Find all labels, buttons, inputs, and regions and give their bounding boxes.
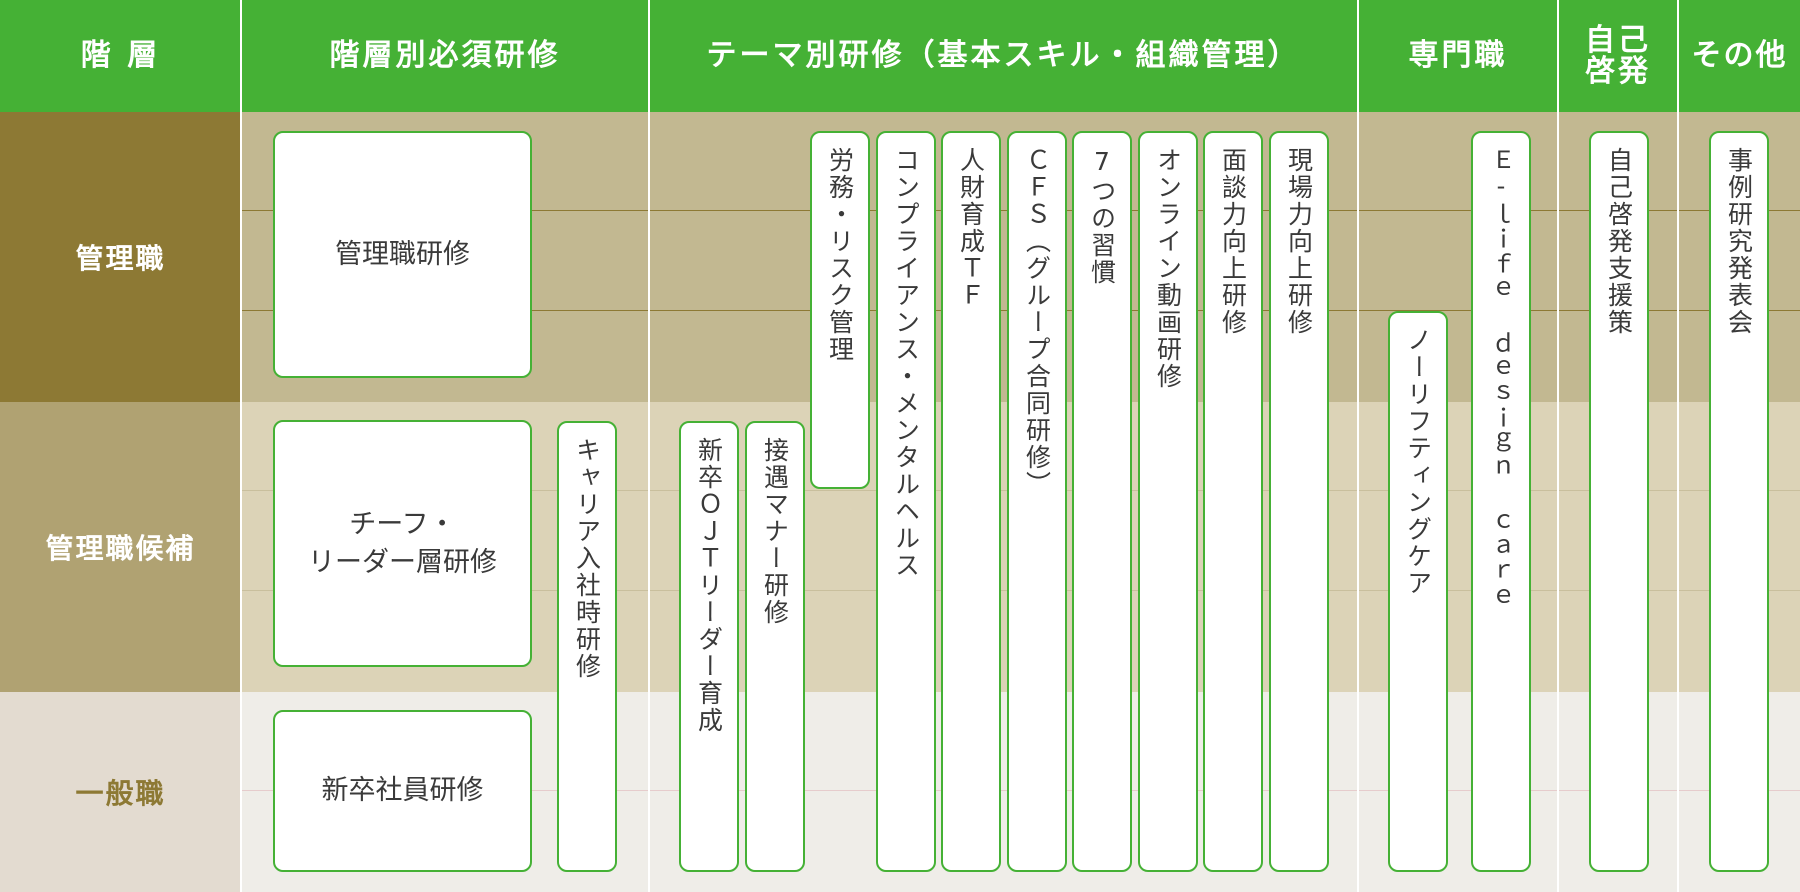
ojt-leader-training-label: 新卒ＯＪＴリーダー育成: [694, 437, 724, 734]
chief-leader-training-box: チーフ・ リーダー層研修: [273, 420, 532, 667]
seven-habits-label: 7つの習慣: [1087, 147, 1117, 286]
header-other: その他: [1691, 38, 1788, 74]
candidate-label-cell: [0, 402, 241, 692]
no-lifting-care-label: ノーリフティングケア: [1403, 327, 1433, 597]
row-label-manager: 管理職: [75, 242, 166, 275]
header-specialist: 専門職: [1408, 38, 1508, 74]
cfs-training-box: ＣＦＳ（グループ合同研修）: [1007, 131, 1067, 872]
manager-training-box: 管理職研修: [273, 131, 532, 378]
column-divider: [1557, 0, 1559, 892]
labor-risk-training-box: 労務・リスク管理: [810, 131, 870, 489]
ojt-leader-training-box: 新卒ＯＪＴリーダー育成: [679, 421, 739, 872]
talent-tf-label: 人財育成ＴＦ: [956, 147, 986, 309]
row-label-general: 一般職: [75, 777, 166, 810]
talent-tf-box: 人財育成ＴＦ: [941, 131, 1001, 872]
online-video-training-box: オンライン動画研修: [1138, 131, 1198, 872]
column-divider: [1357, 0, 1359, 892]
compliance-training-box: コンプライアンス・メンタルヘルス: [876, 131, 936, 872]
column-divider: [240, 0, 242, 892]
new-grad-training-box: 新卒社員研修: [273, 710, 532, 872]
header-theme-training: テーマ別研修（基本スキル・組織管理）: [706, 38, 1301, 74]
manager-label-cell: [0, 112, 241, 402]
header-required-by-tier: 階層別必須研修: [329, 38, 561, 74]
column-divider: [1677, 0, 1679, 892]
self-development-support-label: 自己啓発支援策: [1604, 147, 1634, 336]
field-training-box: 現場力向上研修: [1269, 131, 1329, 872]
cfs-training-label: ＣＦＳ（グループ合同研修）: [1022, 147, 1052, 498]
row-label-candidate: 管理職候補: [45, 532, 196, 565]
interview-training-box: 面談力向上研修: [1203, 131, 1263, 872]
elife-design-care-label: Ｅ-ｌｉｆｅ ｄｅｓｉｇｎ ｃａｒｅ: [1487, 147, 1515, 609]
header-tier: 階 層: [80, 38, 161, 74]
column-divider: [648, 0, 650, 892]
case-study-presentation-label: 事例研究発表会: [1724, 147, 1754, 336]
hospitality-training-label: 接遇マナー研修: [760, 437, 790, 626]
field-training-label: 現場力向上研修: [1284, 147, 1314, 336]
no-lifting-care-box: ノーリフティングケア: [1388, 311, 1448, 872]
hospitality-training-box: 接遇マナー研修: [745, 421, 805, 872]
seven-habits-box: 7つの習慣: [1072, 131, 1132, 872]
header-self-development: 自己 啓発: [1585, 22, 1651, 89]
general-label-cell: [0, 692, 241, 892]
online-video-training-label: オンライン動画研修: [1153, 147, 1183, 390]
labor-risk-training-label: 労務・リスク管理: [825, 147, 855, 363]
career-hire-training-box: キャリア入社時研修: [557, 421, 617, 872]
header-band: [0, 0, 1800, 112]
self-development-support-box: 自己啓発支援策: [1589, 131, 1649, 872]
career-hire-training-label: キャリア入社時研修: [572, 437, 602, 680]
case-study-presentation-box: 事例研究発表会: [1709, 131, 1769, 872]
compliance-training-label: コンプライアンス・メンタルヘルス: [891, 147, 921, 579]
elife-design-care-box: Ｅ-ｌｉｆｅ ｄｅｓｉｇｎ ｃａｒｅ: [1471, 131, 1531, 872]
interview-training-label: 面談力向上研修: [1218, 147, 1248, 336]
